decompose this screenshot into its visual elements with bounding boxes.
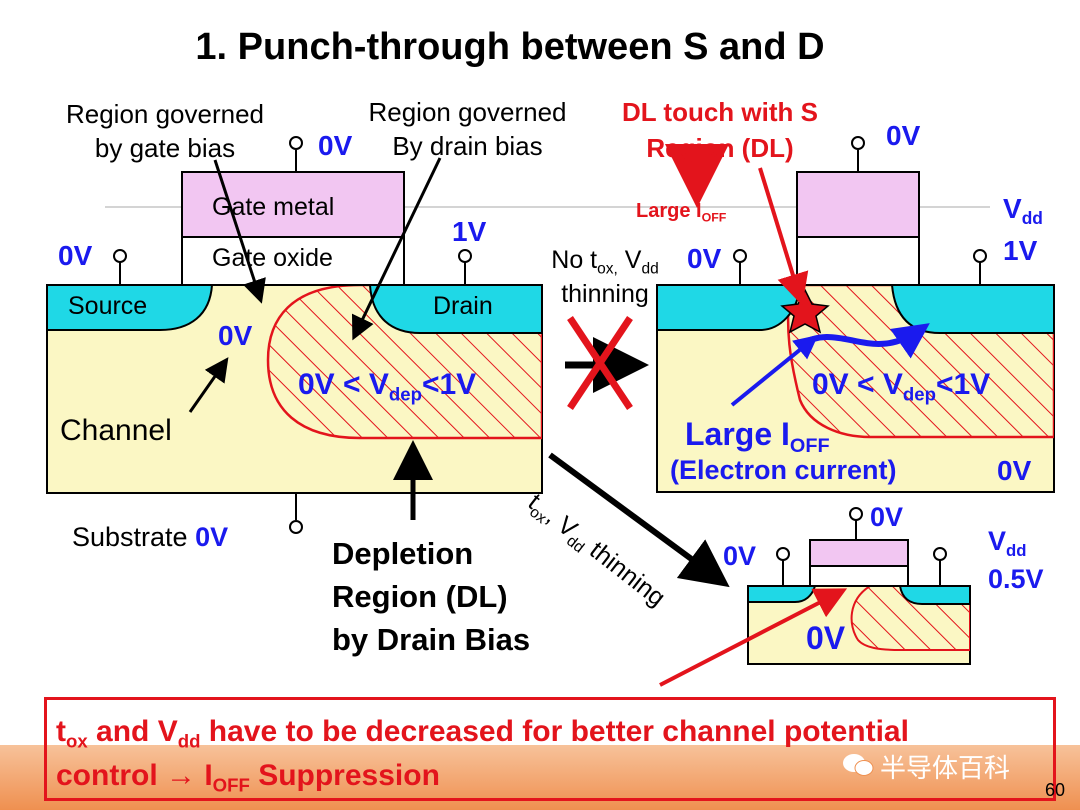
large-ioff-small-label: Large IOFF xyxy=(636,200,727,225)
drain-region-label: Region governed By drain bias xyxy=(368,97,567,161)
right-vdep-label: 0V < Vdep<1V xyxy=(812,368,991,405)
no-thinning-label: No tox, Vdd thinning xyxy=(551,246,659,308)
drain-label: Drain xyxy=(433,292,493,320)
right-source-terminal xyxy=(733,249,747,263)
right-gate-voltage: 0V xyxy=(886,120,921,151)
left-drain-region xyxy=(368,285,542,334)
right-gate-oxide xyxy=(796,236,920,286)
small-body-voltage: 0V xyxy=(806,620,846,656)
page-title: 1. Punch-through between S and D xyxy=(195,26,825,68)
right-gate-metal xyxy=(796,171,920,238)
depletion-region-label: Depletion Region (DL) by Drain Bias xyxy=(332,536,531,657)
left-gate-oxide xyxy=(181,236,405,286)
right-substrate-voltage: 0V xyxy=(997,455,1032,486)
right-source-voltage: 0V xyxy=(687,243,722,274)
right-drain-terminal xyxy=(973,249,987,263)
channel-label: Channel xyxy=(60,414,172,447)
small-mosfet xyxy=(659,507,971,687)
gate-metal-label: Gate metal xyxy=(212,193,335,221)
small-gate-voltage: 0V xyxy=(870,502,904,532)
left-drain-terminal xyxy=(458,249,472,263)
channel-voltage: 0V xyxy=(218,320,253,351)
gate-region-label: Region governed by gate bias xyxy=(65,99,265,163)
conclusion-text: tox and Vdd have to be decreased for bet… xyxy=(56,715,909,796)
electron-current-label: (Electron current) xyxy=(670,455,897,485)
left-gate-voltage: 0V xyxy=(318,130,353,161)
left-vdep-label: 0V < Vdep<1V xyxy=(298,368,477,405)
right-vdd-label: Vdd 1V xyxy=(1003,193,1043,266)
page-number: 60 xyxy=(1045,780,1066,800)
left-mosfet xyxy=(46,136,543,534)
right-mosfet xyxy=(656,136,1055,493)
left-gate-metal xyxy=(181,171,405,238)
source-label: Source xyxy=(68,292,148,320)
left-drain-voltage: 1V xyxy=(452,216,487,247)
small-source-voltage: 0V xyxy=(723,541,757,571)
right-gate-terminal xyxy=(851,136,865,150)
left-gate-terminal xyxy=(289,136,303,150)
brand-watermark: 半导体百科 xyxy=(880,753,1011,783)
left-source-region xyxy=(47,285,214,331)
left-source-terminal xyxy=(113,249,127,263)
large-ioff-label: Large IOFF xyxy=(685,416,830,457)
gate-oxide-label: Gate oxide xyxy=(212,244,333,272)
left-substrate-terminal xyxy=(289,520,303,534)
small-vdd-label: Vdd 0.5V xyxy=(988,526,1044,594)
wechat-icon xyxy=(842,752,874,778)
left-source-voltage: 0V xyxy=(58,240,93,271)
substrate-label: Substrate 0V xyxy=(72,522,229,552)
dl-touch-label: DL touch with S Region (DL) xyxy=(622,97,818,163)
conclusion-box xyxy=(44,697,1056,801)
right-drain-region xyxy=(890,285,1054,334)
transition-arrows xyxy=(548,316,730,588)
